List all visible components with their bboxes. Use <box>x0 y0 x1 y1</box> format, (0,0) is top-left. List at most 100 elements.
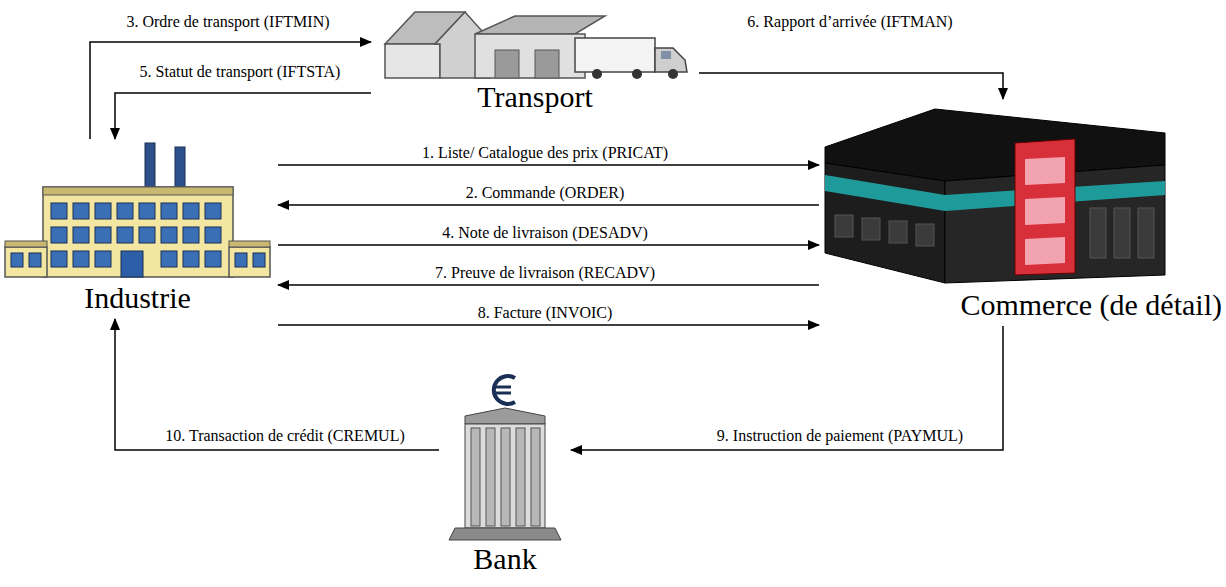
window <box>205 203 221 219</box>
window <box>95 203 111 219</box>
window <box>889 221 907 243</box>
window <box>1090 208 1106 258</box>
node-caption: Transport <box>375 80 695 114</box>
factory-windows <box>11 203 265 267</box>
window <box>862 218 880 240</box>
icon-shape <box>229 247 270 277</box>
window <box>73 251 89 267</box>
icon-shape <box>1025 157 1065 185</box>
icon-node: Industrie <box>5 143 270 315</box>
icon-shape <box>449 528 561 540</box>
icon-node: Commerce (de détail) <box>825 103 1222 322</box>
message-label: 3. Ordre de transport (IFTMIN) <box>123 12 332 31</box>
icon-shape <box>575 38 655 72</box>
icon-shape <box>475 34 585 78</box>
window <box>11 253 23 267</box>
window <box>183 227 199 243</box>
node-caption: Bank <box>445 542 565 576</box>
window <box>117 227 133 243</box>
column <box>486 428 495 526</box>
icon-shape <box>43 187 233 195</box>
icon-shape <box>495 50 519 78</box>
column <box>501 428 510 526</box>
column <box>531 428 540 526</box>
icon-node: Transport <box>375 4 695 114</box>
icon-shape <box>825 163 945 283</box>
window <box>95 227 111 243</box>
connector-arrow <box>571 326 1003 450</box>
window <box>1114 208 1130 258</box>
icon-shape <box>1015 139 1075 275</box>
window <box>73 203 89 219</box>
bank-icon <box>449 376 561 540</box>
connector-arrow <box>278 284 819 286</box>
icon-shape <box>465 424 545 528</box>
window <box>161 251 177 267</box>
window <box>51 203 67 219</box>
icon-shape <box>535 50 559 78</box>
window <box>95 251 111 267</box>
message-label: 8. Facture (INVOIC) <box>475 303 616 322</box>
bank-columns <box>471 428 540 526</box>
connector-arrow <box>90 42 371 139</box>
window <box>73 227 89 243</box>
window <box>161 203 177 219</box>
icon-shape <box>825 175 945 211</box>
icon-shape <box>145 143 155 193</box>
connector-arrow <box>278 324 819 326</box>
connector-arrow <box>278 204 819 206</box>
message-label: 5. Statut de transport (IFTSTA) <box>137 62 344 81</box>
icon-shape <box>229 241 270 247</box>
window <box>183 251 199 267</box>
column <box>516 428 525 526</box>
icon-shape <box>668 69 678 79</box>
icon-shape <box>5 241 47 247</box>
window <box>139 203 155 219</box>
node-caption: Commerce (de détail) <box>825 288 1222 322</box>
window <box>29 253 41 267</box>
connector-arrow <box>699 73 1003 99</box>
icon-shape <box>494 376 515 404</box>
message-label: 9. Instruction de paiement (PAYMUL) <box>714 426 966 445</box>
window <box>51 251 67 267</box>
window <box>161 227 177 243</box>
message-label: 6. Rapport d’arrivée (IFTMAN) <box>744 12 955 31</box>
window <box>117 203 133 219</box>
message-label: 4. Note de livraison (DESADV) <box>439 223 651 242</box>
factory-icon <box>5 143 270 277</box>
icon-shape <box>121 251 143 277</box>
store-icon <box>825 109 1165 283</box>
column <box>471 428 480 526</box>
window <box>235 253 247 267</box>
icon-shape <box>5 247 47 277</box>
message-label: 2. Commande (ORDER) <box>463 183 628 202</box>
window <box>139 227 155 243</box>
connector-arrow <box>115 93 371 139</box>
window <box>253 253 265 267</box>
message-label: 7. Preuve de livraison (RECADV) <box>432 263 658 282</box>
icon-shape <box>43 187 233 277</box>
message-label: 1. Liste/ Catalogue des prix (PRICAT) <box>419 143 671 162</box>
icon-shape <box>655 48 687 72</box>
icon-shape <box>465 408 545 424</box>
icon-shape <box>632 69 642 79</box>
store-windows <box>835 208 1154 258</box>
icon-shape <box>1025 237 1065 265</box>
window <box>51 227 67 243</box>
icon-shape <box>495 392 511 395</box>
warehouse-truck-icon <box>385 12 687 79</box>
message-label: 10. Transaction de crédit (CREMUL) <box>162 426 408 445</box>
icon-shape <box>175 147 185 193</box>
icon-shape <box>475 16 605 34</box>
window <box>916 224 934 246</box>
window <box>205 251 221 267</box>
connector-arrow <box>278 164 819 166</box>
node-caption: Industrie <box>5 281 270 315</box>
icon-shape <box>661 51 671 59</box>
icon-node: Bank <box>445 372 565 576</box>
connector-arrow <box>278 244 819 246</box>
window <box>205 227 221 243</box>
window <box>1138 208 1154 258</box>
connector-arrow <box>115 319 439 450</box>
icon-shape <box>1025 197 1065 225</box>
